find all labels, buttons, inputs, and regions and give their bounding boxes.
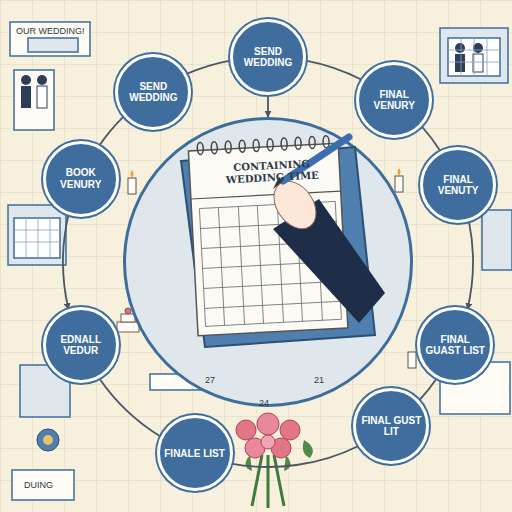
step-circle: EDNALL VEDUR <box>43 307 119 383</box>
timeline-connector <box>99 116 124 145</box>
timeline-connector <box>467 222 473 310</box>
step-circle: FINAL VENUTY <box>420 147 496 223</box>
step-circle: SEND WEDDING <box>230 19 306 95</box>
timeline-connector <box>99 379 160 437</box>
node-label: FINALE LIST <box>164 448 226 459</box>
timeline-connector <box>63 215 69 310</box>
node-label: FINAL VENURY <box>363 89 425 111</box>
step-circle: BOOK VENURY <box>43 141 119 217</box>
note-label: DUING <box>24 480 53 490</box>
timeline-connector <box>187 61 230 74</box>
timeline-connector <box>419 379 436 401</box>
step-circle: FINALE LIST <box>157 415 233 491</box>
note-label: 21 <box>314 375 324 385</box>
step-circle: SEND WEDDING <box>115 54 191 130</box>
node-label: EDNALL VEDUR <box>50 334 112 356</box>
center-circle: CONTAINING WEDDING TIME <box>123 117 413 407</box>
ribbon-badge <box>37 429 59 451</box>
timeline-connector <box>231 446 359 467</box>
timeline-connector <box>267 95 269 117</box>
timeline-connector <box>306 61 362 80</box>
node-label: FINAL GUST LIT <box>360 415 422 437</box>
node-label: SEND WEDDING <box>237 46 299 68</box>
node-label: FINAL VENUTY <box>427 174 489 196</box>
node-label: BOOK VENURY <box>50 167 112 189</box>
note-label: 27 <box>205 375 215 385</box>
timeline-connector <box>422 127 441 152</box>
step-circle: FINAL GUST LIT <box>353 388 429 464</box>
node-label: SEND WEDDING <box>122 81 184 103</box>
note-label: 24 <box>259 398 269 408</box>
note-label: OUR WEDDING! <box>16 26 85 36</box>
rose-bouquet <box>223 413 313 508</box>
node-label: FINAL GUAST LIST <box>424 334 486 356</box>
